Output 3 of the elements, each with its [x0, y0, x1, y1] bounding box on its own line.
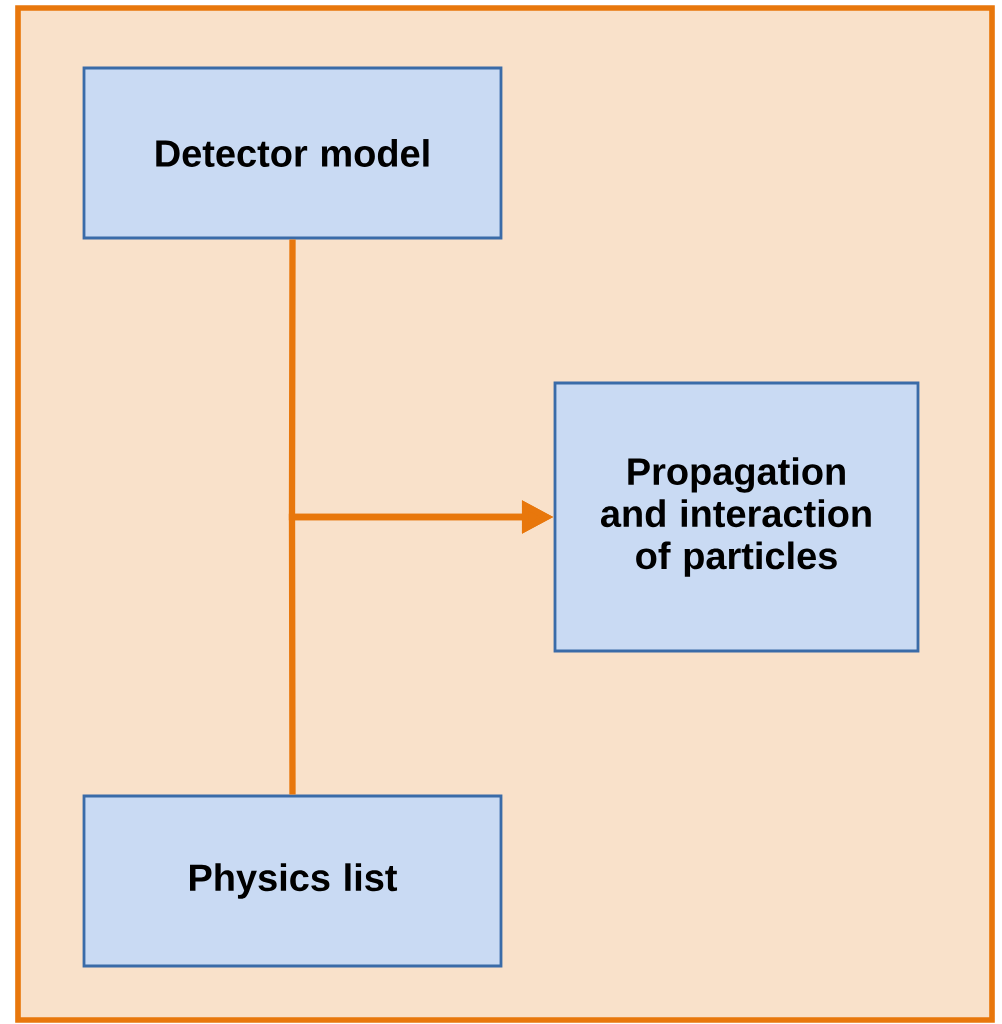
process-box: Detector model [82, 66, 503, 240]
process-box: Physics list [82, 794, 503, 968]
process-box: Propagation and interaction of particles [553, 381, 920, 653]
